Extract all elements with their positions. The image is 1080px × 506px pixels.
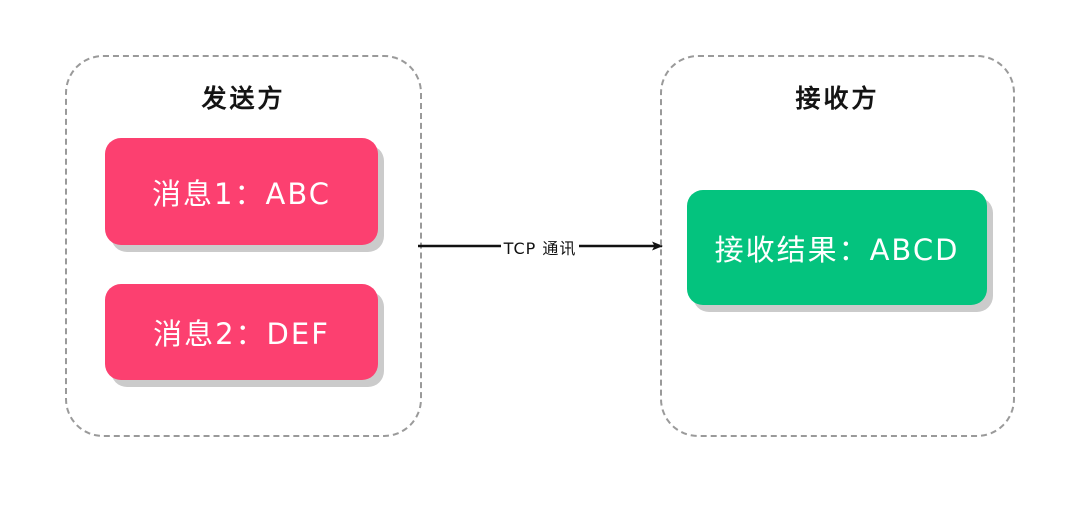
message-card-1: 消息1：ABC (105, 138, 378, 245)
message-card-2: 消息2：DEF (105, 284, 378, 380)
receiver-panel: 接收方 (660, 55, 1015, 437)
receiver-panel-title: 接收方 (795, 84, 880, 113)
message-card-2-label: 消息2：DEF (153, 317, 330, 351)
sender-panel-title: 发送方 (201, 84, 286, 113)
tcp-connector-arrow (418, 241, 663, 251)
receive-result-card: 接收结果：ABCD (687, 190, 987, 305)
receive-result-card-label: 接收结果：ABCD (714, 232, 960, 267)
message-card-1-label: 消息1：ABC (152, 176, 331, 211)
